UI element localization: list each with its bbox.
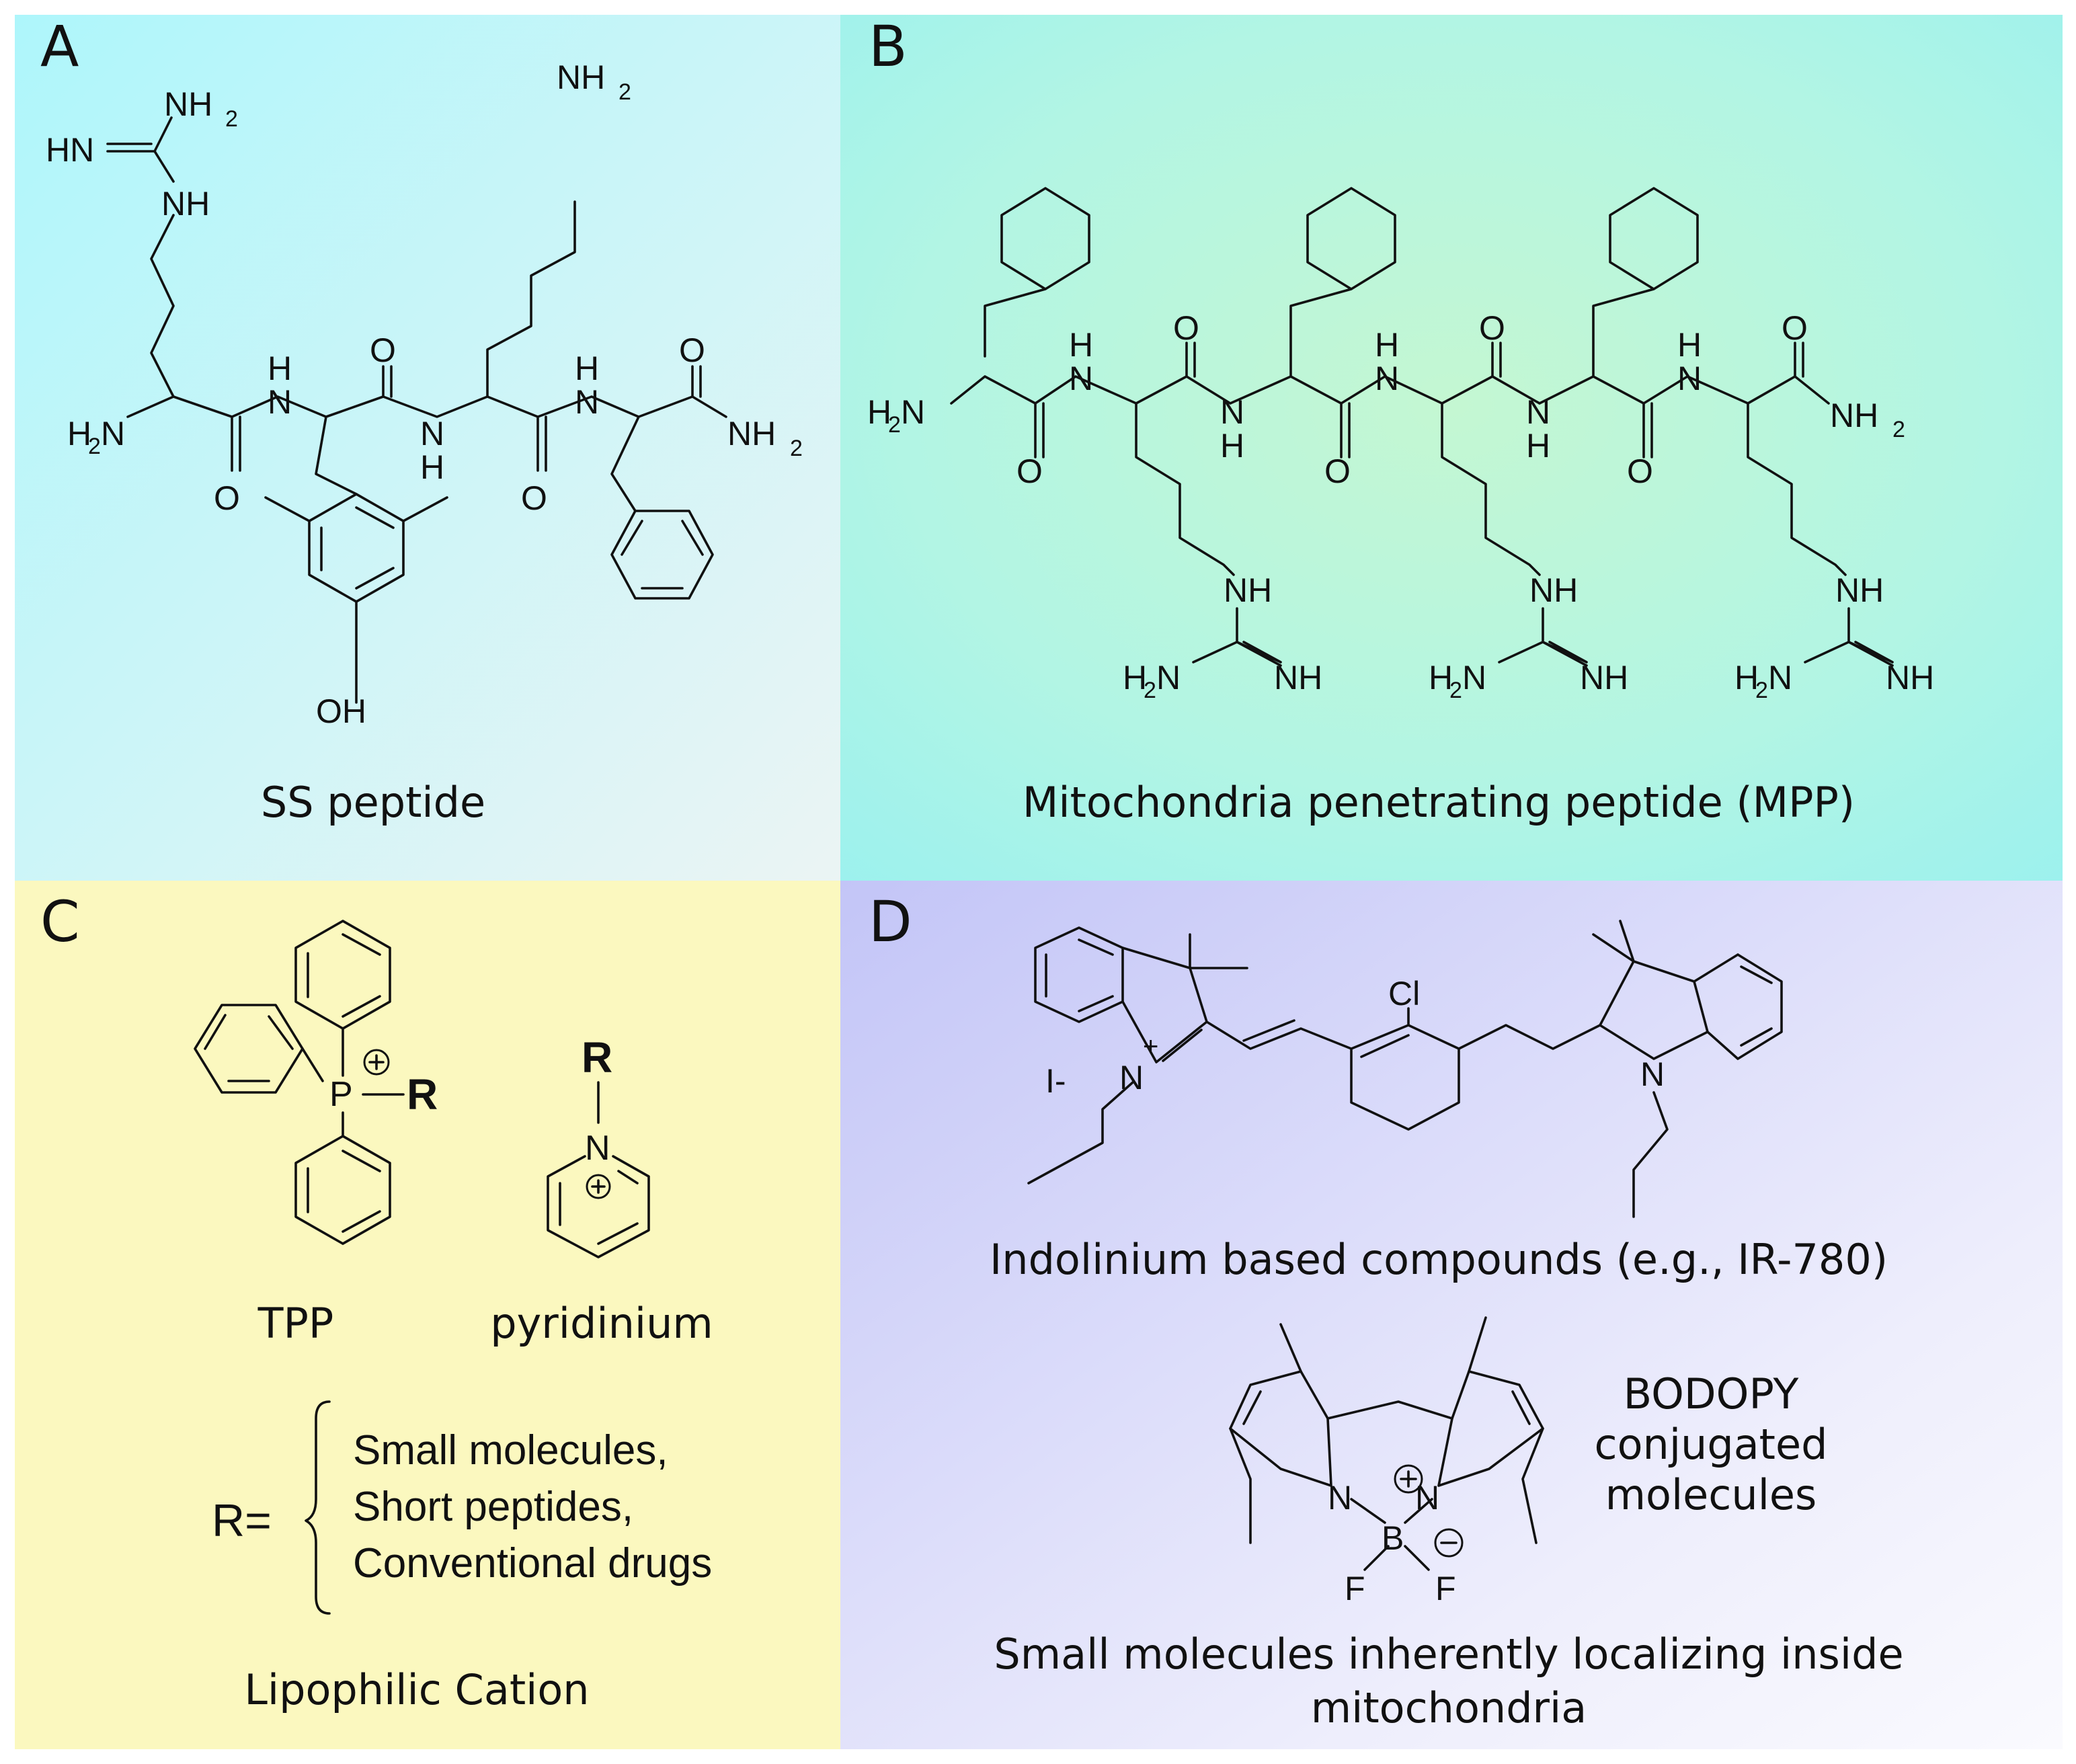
indolinium-caption: Indolinium based compounds (e.g., IR-780… [990, 1235, 1888, 1284]
svg-text:N: N [585, 1129, 610, 1168]
svg-text:O: O [370, 331, 396, 369]
panel-d-caption-line: Small molecules inherently localizing in… [994, 1630, 1903, 1679]
svg-text:2: 2 [1144, 678, 1156, 703]
svg-text:H: H [1220, 427, 1244, 465]
svg-text:H: H [1677, 326, 1702, 364]
small-molecules-structures: D Cl I- N + N Indolinium based compounds… [840, 881, 2063, 1749]
svg-text:F: F [1435, 1570, 1456, 1607]
svg-text:N: N [1328, 1479, 1352, 1517]
svg-text:N: N [1640, 1055, 1665, 1093]
svg-text:Cl: Cl [1388, 975, 1420, 1012]
svg-text:I-: I- [1045, 1062, 1066, 1100]
panel-c: C P R R N TPP pyridinium R= Small molecu… [15, 881, 840, 1749]
svg-text:NH: NH [1274, 659, 1322, 696]
pyridinium-label: pyridinium [490, 1299, 713, 1348]
svg-text:H: H [1375, 326, 1399, 364]
svg-text:HN: HN [46, 131, 94, 169]
svg-text:N: N [1220, 393, 1244, 431]
panel-a-caption: SS peptide [261, 778, 485, 827]
svg-text:N: N [575, 383, 599, 421]
panel-d-caption-line: mitochondria [1311, 1683, 1587, 1732]
svg-text:NH: NH [727, 415, 776, 452]
svg-text:N: N [1119, 1059, 1144, 1096]
svg-text:NH: NH [1830, 397, 1878, 434]
svg-text:H: H [268, 350, 292, 387]
svg-text:O: O [1479, 309, 1505, 347]
svg-text:O: O [1627, 452, 1653, 490]
svg-text:+: + [1143, 1032, 1158, 1061]
svg-text:H N: H N [1429, 659, 1486, 696]
r-def-prefix: R= [212, 1495, 272, 1546]
svg-text:2: 2 [1449, 678, 1462, 703]
bodipy-label-line: BODOPY [1624, 1369, 1799, 1418]
svg-text:H N: H N [1123, 659, 1181, 696]
r-def-item: Conventional drugs [353, 1540, 712, 1587]
panel-d: D Cl I- N + N Indolinium based compounds… [840, 881, 2063, 1749]
svg-text:H N: H N [867, 393, 925, 431]
bodipy-label-line: molecules [1605, 1470, 1817, 1519]
svg-text:NH: NH [1224, 571, 1272, 609]
svg-text:H N: H N [67, 415, 125, 452]
panel-letter: B [869, 15, 908, 79]
svg-text:NH: NH [1580, 659, 1628, 696]
svg-text:2: 2 [1892, 417, 1905, 442]
lipophilic-cation-structures: C P R R N TPP pyridinium R= Small molecu… [15, 881, 840, 1749]
svg-text:H: H [1069, 326, 1093, 364]
panel-b-caption: Mitochondria penetrating peptide (MPP) [1023, 778, 1855, 827]
svg-text:N: N [1677, 360, 1702, 397]
svg-text:P: P [329, 1075, 353, 1114]
svg-text:2: 2 [790, 436, 803, 461]
svg-text:N: N [1069, 360, 1093, 397]
svg-text:N: N [1415, 1479, 1439, 1517]
svg-text:O: O [1016, 452, 1043, 490]
svg-text:NH: NH [161, 185, 210, 223]
svg-text:2: 2 [225, 106, 238, 132]
panel-c-caption: Lipophilic Cation [244, 1665, 589, 1714]
svg-text:NH: NH [557, 58, 605, 96]
svg-text:OH: OH [316, 692, 366, 730]
ss-peptide-structure: A NH 2 HN NH H N 2 H N O O N H NH 2 O H … [15, 15, 840, 881]
svg-text:H: H [420, 448, 444, 486]
panel-b: B H N 2 H N O O N H O H N O N H O H N O … [840, 15, 2063, 881]
svg-text:N: N [1375, 360, 1399, 397]
panel-letter: C [40, 889, 80, 955]
svg-text:O: O [679, 331, 705, 369]
mpp-structure: B H N 2 H N O O N H O H N O N H O H N O … [840, 15, 2063, 881]
svg-text:R: R [407, 1070, 438, 1119]
r-def-item: Small molecules, [353, 1427, 668, 1474]
svg-text:NH: NH [1886, 659, 1934, 696]
bodipy-label-line: conjugated [1595, 1420, 1828, 1469]
svg-text:2: 2 [888, 412, 901, 438]
svg-text:B: B [1382, 1519, 1404, 1557]
svg-text:O: O [1173, 309, 1199, 347]
panel-letter: D [869, 889, 912, 955]
svg-text:O: O [1324, 452, 1351, 490]
svg-text:O: O [214, 479, 240, 517]
svg-text:F: F [1345, 1570, 1365, 1607]
svg-text:NH: NH [164, 85, 212, 123]
svg-text:R: R [582, 1033, 612, 1082]
svg-text:NH: NH [1835, 571, 1884, 609]
tpp-label: TPP [257, 1299, 334, 1348]
svg-text:N: N [420, 415, 444, 452]
panel-letter: A [40, 15, 79, 79]
svg-text:H: H [1526, 427, 1550, 465]
svg-text:2: 2 [1755, 678, 1768, 703]
r-def-item: Short peptides, [353, 1484, 633, 1530]
svg-text:N: N [268, 383, 292, 421]
svg-text:O: O [521, 479, 547, 517]
svg-text:N: N [1526, 393, 1550, 431]
svg-text:H N: H N [1734, 659, 1792, 696]
panel-a: A NH 2 HN NH H N 2 H N O O N H NH 2 O H … [15, 15, 840, 881]
svg-text:O: O [1782, 309, 1808, 347]
svg-text:H: H [575, 350, 599, 387]
svg-text:NH: NH [1529, 571, 1578, 609]
svg-text:2: 2 [88, 434, 101, 459]
svg-text:2: 2 [618, 79, 631, 105]
